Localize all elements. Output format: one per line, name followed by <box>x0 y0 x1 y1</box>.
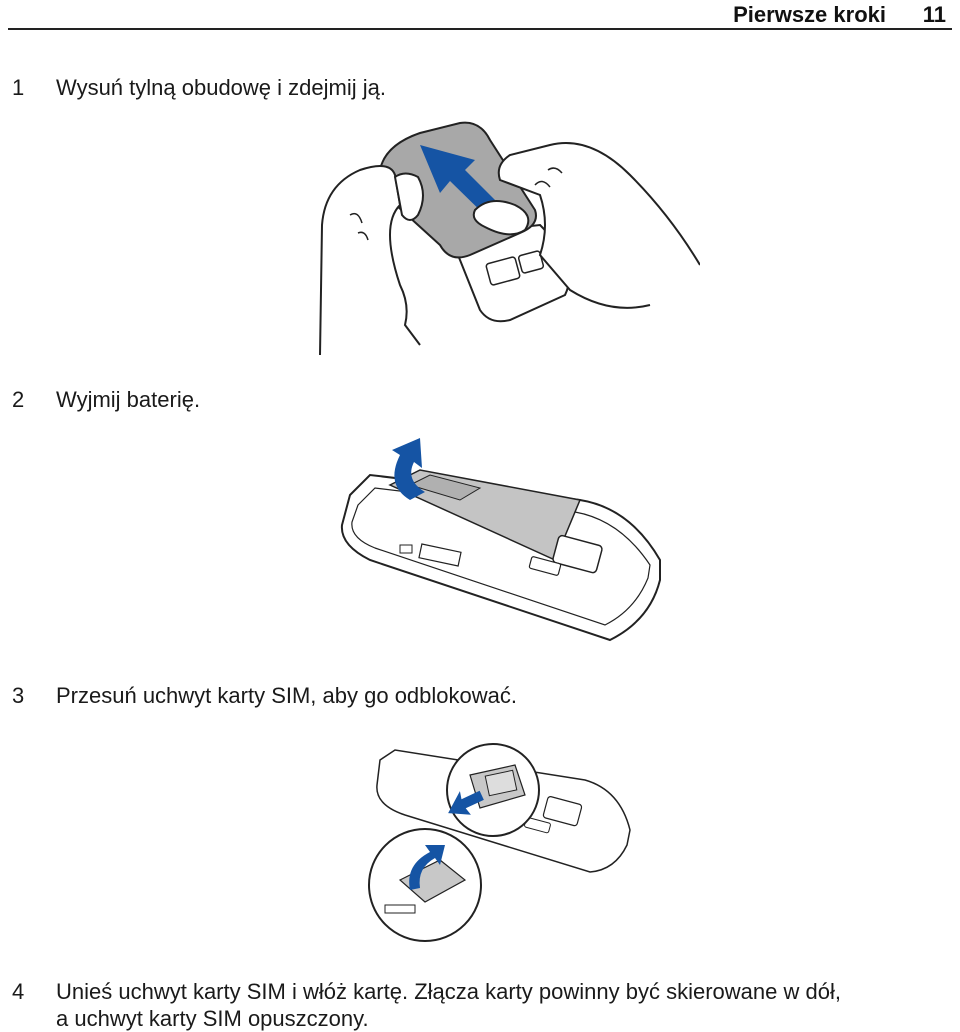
step-3: 3 Przesuń uchwyt karty SIM, aby go odblok… <box>12 682 517 709</box>
step-4: 4 Unieś uchwyt karty SIM i włóż kartę. Zł… <box>12 978 841 1032</box>
step-number: 4 <box>12 979 25 1004</box>
step-text: Wyjmij baterię. <box>56 387 201 412</box>
step-number: 1 <box>12 75 25 100</box>
illustration-remove-back-cover <box>310 115 700 355</box>
illustration-unlock-sim-holder <box>365 740 635 945</box>
page-header: Pierwsze kroki 11 <box>8 0 952 30</box>
step-text-continuation: a uchwyt karty SIM opuszczony. <box>56 1006 369 1031</box>
section-title: Pierwsze kroki <box>733 2 886 27</box>
step-text: Przesuń uchwyt karty SIM, aby go odbloko… <box>56 683 517 708</box>
step-1: 1 Wysuń tylną obudowę i zdejmij ją. <box>12 74 386 101</box>
step-number: 3 <box>12 683 25 708</box>
step-2: 2 Wyjmij baterię. <box>12 386 200 413</box>
step-text: Unieś uchwyt karty SIM i włóż kartę. Złą… <box>56 979 841 1004</box>
arrow-slide-icon <box>448 790 484 815</box>
step-number: 2 <box>12 387 25 412</box>
arrow-lift-icon <box>409 845 445 890</box>
arrow-lift-icon <box>392 438 425 500</box>
illustration-remove-battery <box>330 430 670 650</box>
step-text: Wysuń tylną obudowę i zdejmij ją. <box>56 75 386 100</box>
page-number: 11 <box>922 2 946 27</box>
